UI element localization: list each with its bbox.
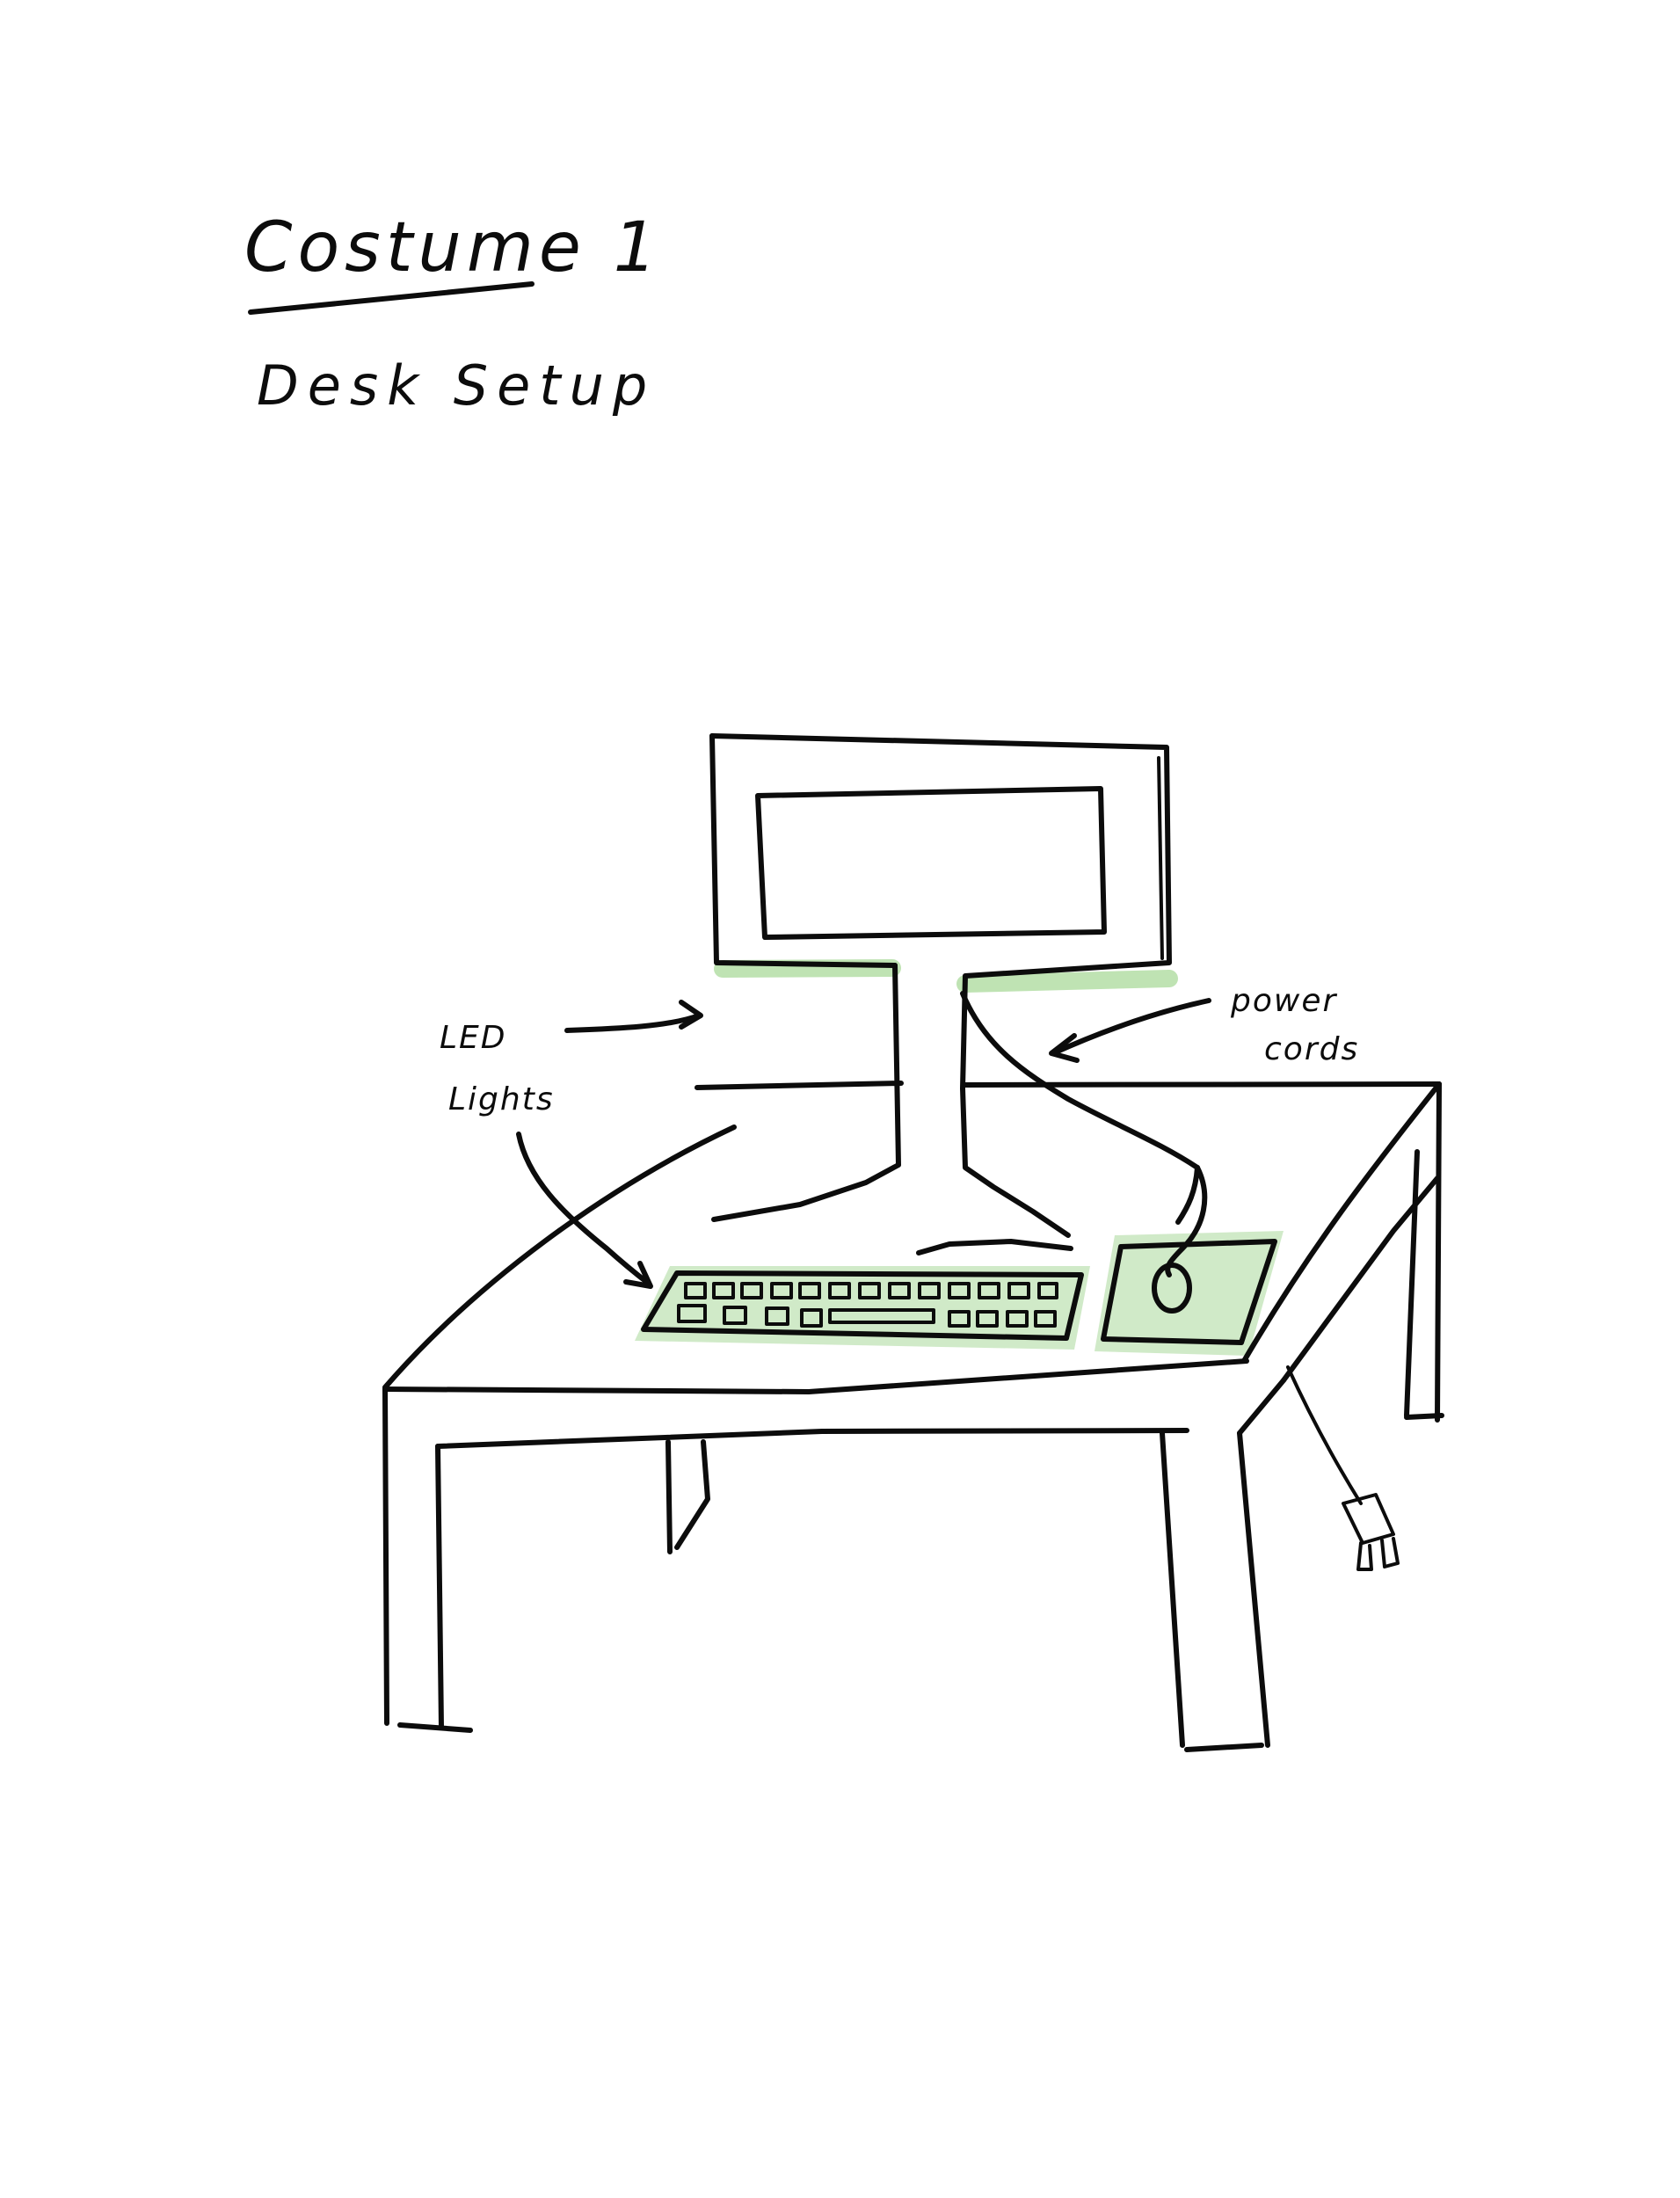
leg-front-right-foot — [1187, 1745, 1262, 1750]
desk-apron-front — [438, 1430, 1187, 1446]
led-arrow-1-head — [681, 1002, 701, 1027]
power-label-line1: power — [1230, 983, 1337, 1019]
leg-back-left-outer — [668, 1442, 670, 1552]
desk-left-edge — [385, 1127, 734, 1387]
desk-apron-corner — [1240, 1380, 1284, 1433]
led-annotation: LED Lights — [440, 1002, 701, 1286]
plug-body — [1343, 1495, 1393, 1543]
stand-neck-left — [714, 965, 898, 1219]
leg-back-left-inner — [677, 1442, 708, 1547]
monitor-outer-left — [712, 736, 895, 965]
power-label-line2: cords — [1264, 1031, 1359, 1067]
leg-front-left-foot — [400, 1725, 470, 1730]
led-label-line2: Lights — [448, 1081, 555, 1117]
power-annotation: power cords — [1051, 983, 1359, 1067]
power-plug — [1343, 1495, 1398, 1569]
power-cord-1 — [963, 993, 1197, 1168]
plug-prong-2 — [1382, 1539, 1398, 1567]
plug-prong-1 — [1358, 1543, 1371, 1569]
power-cord-branch — [1178, 1168, 1197, 1222]
power-cord-to-plug — [1288, 1367, 1361, 1503]
monitor-bezel-detail — [1159, 758, 1162, 958]
desk-back-edge — [697, 1083, 1439, 1088]
leg-back-right-outer — [1407, 1152, 1417, 1416]
monitor — [712, 736, 1169, 1253]
monitor-glow-left — [723, 968, 892, 969]
leg-front-right-outer — [1162, 1433, 1182, 1745]
led-label-line1: LED — [440, 1020, 507, 1056]
title-underline — [251, 284, 532, 312]
desk-front-edge — [385, 1361, 1247, 1392]
leg-front-right-inner — [1240, 1433, 1268, 1745]
led-arrow-2 — [519, 1134, 649, 1284]
sketch-title: Costume 1 — [244, 208, 662, 287]
sketch-subtitle: Desk Setup — [257, 353, 656, 418]
monitor-screen — [758, 789, 1104, 937]
stand-base-front — [919, 1241, 1071, 1253]
stand-neck-right — [963, 1088, 1068, 1235]
monitor-glow-right — [965, 979, 1169, 984]
leg-front-left-inner — [438, 1446, 441, 1728]
power-arrow — [1053, 1001, 1209, 1053]
leg-back-right-inner — [1437, 1084, 1439, 1420]
leg-back-right-foot — [1407, 1416, 1442, 1417]
leg-front-left-outer — [385, 1389, 387, 1723]
